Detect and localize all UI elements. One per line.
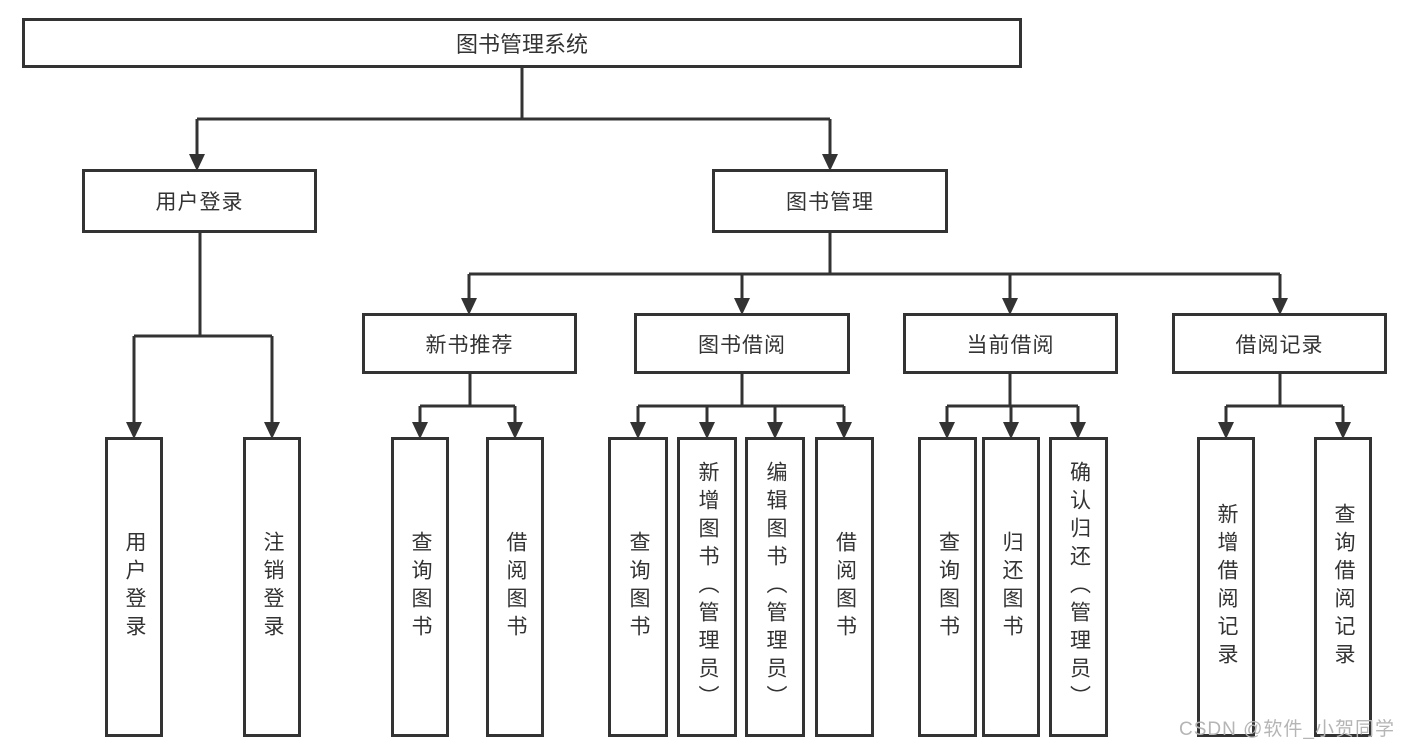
leaf-borrow-books-borrowing: 借阅图书	[815, 437, 874, 737]
leaf-label: 归还图书	[1000, 531, 1023, 643]
leaf-label: 借阅图书	[833, 531, 857, 643]
leaf-label: 新增借阅记录	[1215, 503, 1238, 671]
leaf-query-books-recommend: 查询图书	[391, 437, 449, 737]
leaf-edit-book-admin: 编辑图书（管理员）	[745, 437, 805, 737]
leaf-user-login: 用户登录	[105, 437, 163, 737]
leaf-label: 用户登录	[123, 531, 146, 643]
node-current-borrowing: 当前借阅	[903, 313, 1118, 374]
node-new-book-recommendation: 新书推荐	[362, 313, 577, 374]
leaf-label: 借阅图书	[504, 531, 527, 643]
node-borrowing-records: 借阅记录	[1172, 313, 1387, 374]
leaf-query-borrow-record: 查询借阅记录	[1314, 437, 1372, 737]
leaf-logout: 注销登录	[243, 437, 301, 737]
leaf-label: 查询图书	[936, 531, 960, 643]
node-book-borrowing: 图书借阅	[634, 313, 850, 374]
leaf-label: 注销登录	[261, 531, 284, 643]
node-library-management-system: 图书管理系统	[22, 18, 1022, 68]
leaf-confirm-return-admin: 确认归还（管理员）	[1049, 437, 1108, 737]
leaf-add-borrow-record: 新增借阅记录	[1197, 437, 1255, 737]
csdn-watermark: CSDN @软件_小贺同学	[1179, 719, 1395, 740]
arrowheads	[126, 154, 1351, 439]
node-book-management: 图书管理	[712, 169, 948, 233]
node-user-login: 用户登录	[82, 169, 317, 233]
leaf-add-book-admin: 新增图书（管理员）	[677, 437, 737, 737]
leaf-label: 确认归还（管理员）	[1067, 461, 1091, 713]
leaf-label: 新增图书（管理员）	[696, 461, 719, 713]
leaf-label: 查询图书	[627, 531, 650, 643]
leaf-label: 查询借阅记录	[1332, 503, 1355, 671]
leaf-return-book: 归还图书	[982, 437, 1040, 737]
leaf-query-books-borrowing: 查询图书	[608, 437, 668, 737]
leaf-label: 查询图书	[409, 531, 432, 643]
leaf-label: 编辑图书（管理员）	[764, 461, 787, 713]
leaf-borrow-books-recommend: 借阅图书	[486, 437, 544, 737]
leaf-query-books-current: 查询图书	[918, 437, 977, 737]
